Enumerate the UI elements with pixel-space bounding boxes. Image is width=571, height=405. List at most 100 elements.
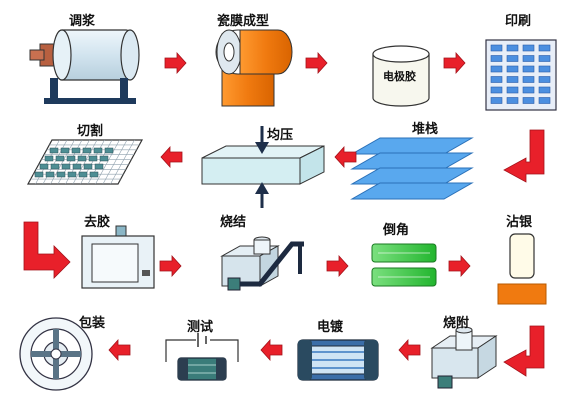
cut-chip <box>39 163 49 170</box>
flow-arrow-right-icon <box>305 51 328 75</box>
flow-arrow-left-icon <box>398 338 421 362</box>
chamfered-chips-icon <box>371 243 437 287</box>
cut-chip <box>78 171 88 178</box>
flow-turn-arrow-down-right-icon <box>23 221 71 279</box>
debinding-oven-icon <box>81 225 155 289</box>
tape-casting-roll-icon <box>215 29 293 107</box>
cut-chip <box>82 147 92 154</box>
printed-electrode-cell <box>506 55 519 62</box>
printed-electrode-cell <box>522 55 535 62</box>
cut-chip <box>44 155 54 162</box>
printed-electrode-cell <box>506 86 519 94</box>
isostatic-press-icon <box>201 126 325 208</box>
slurry-mixer-icon <box>29 29 140 104</box>
cut-chip <box>50 163 60 170</box>
flow-arrow-right-icon <box>164 51 187 75</box>
cutting-grid-line <box>50 139 75 185</box>
printed-electrode-cell <box>522 44 535 52</box>
cut-chip <box>34 171 44 178</box>
printed-electrode-cell <box>490 86 503 94</box>
printed-electrode-cell <box>538 86 551 94</box>
step-label-slurry: 调浆 <box>69 14 96 29</box>
cut-chip <box>93 147 103 154</box>
electroplated-chip-icon <box>297 339 379 381</box>
cut-chip <box>83 163 93 170</box>
step-label-packaging: 包装 <box>79 316 106 331</box>
cut-chip <box>56 171 66 178</box>
cut-chip <box>55 155 65 162</box>
printed-electrode-cell <box>490 76 503 83</box>
printed-electrode-cell <box>538 44 551 52</box>
cut-chip-blocks <box>34 147 114 178</box>
cut-chip <box>45 171 55 178</box>
printed-electrode-cell <box>522 76 535 83</box>
printed-electrode-cell <box>490 44 503 52</box>
cut-chip <box>60 147 70 154</box>
cut-chip <box>88 155 98 162</box>
printed-electrode-cell <box>506 76 519 83</box>
cutting-grid-line <box>102 139 128 185</box>
cutting-grid-line <box>110 139 135 185</box>
flow-turn-arrow-left-down-icon <box>503 129 545 183</box>
cut-chip <box>67 171 77 178</box>
electrode-paste-jar-icon <box>372 45 430 107</box>
flow-arrow-left-icon <box>108 338 131 362</box>
cut-chip <box>49 147 59 154</box>
cut-chip <box>66 155 76 162</box>
step-label-stacking: 堆栈 <box>412 122 439 137</box>
stacking-layers-icon <box>350 137 474 200</box>
flow-arrow-right-icon <box>159 254 182 278</box>
flow-turn-arrow-left-down-icon <box>503 325 545 377</box>
printed-electrode-cell <box>538 97 551 104</box>
flow-arrow-right-icon <box>448 254 471 278</box>
flow-arrow-right-icon <box>326 254 349 278</box>
step-label-debinding: 去胶 <box>84 215 111 230</box>
printing-plate-icon <box>485 39 557 111</box>
cut-chip <box>77 155 87 162</box>
cut-chip <box>89 171 99 178</box>
cut-chip <box>94 163 104 170</box>
printed-electrode-cell <box>522 86 535 94</box>
packaging-reel-icon <box>19 317 93 391</box>
printed-electrode-cell <box>506 97 519 104</box>
step-label-testing: 测试 <box>187 320 214 335</box>
step-label-chamfering: 倒角 <box>383 223 410 238</box>
printed-electrode-cell <box>538 65 551 73</box>
silver-dipping-icon <box>497 233 547 305</box>
cut-chip <box>61 163 71 170</box>
step-label-electroplating: 电镀 <box>317 320 344 335</box>
sintering-furnace-icon <box>220 236 304 291</box>
step-label-sintering: 烧结 <box>220 215 247 230</box>
printed-electrode-cell <box>538 76 551 83</box>
printed-electrode-cell <box>522 97 535 104</box>
cutting-grid-line <box>95 139 120 185</box>
printed-electrode-cell <box>490 97 503 104</box>
termination-firing-furnace-icon <box>430 326 498 389</box>
printed-electrode-cell <box>490 55 503 62</box>
step-label-electrode-paste: 电极胶 <box>383 70 416 83</box>
step-label-isostatic-pressing: 均压 <box>267 128 294 143</box>
printing-electrode-pattern <box>490 44 551 104</box>
cut-chip <box>104 147 114 154</box>
printed-electrode-cell <box>522 65 535 73</box>
step-label-printing: 印刷 <box>505 14 532 29</box>
step-label-firing-terminations: 烧附 <box>443 316 470 331</box>
cutting-grid-lines <box>30 139 140 185</box>
step-label-tape-casting: 瓷膜成型 <box>217 14 270 29</box>
step-label-cutting: 切割 <box>77 124 104 139</box>
printed-electrode-cell <box>506 65 519 73</box>
cut-chip <box>72 163 82 170</box>
flow-arrow-left-icon <box>260 338 283 362</box>
step-label-silver-dipping: 沾银 <box>506 215 533 230</box>
flow-arrow-right-icon <box>443 51 466 75</box>
cut-chip <box>99 155 109 162</box>
printed-electrode-cell <box>490 65 503 73</box>
cut-chip <box>71 147 81 154</box>
testing-circuit-icon <box>165 333 239 381</box>
flow-arrow-left-icon <box>160 145 183 169</box>
printed-electrode-cell <box>506 44 519 52</box>
flow-arrow-left-icon <box>334 145 357 169</box>
printed-electrode-cell <box>538 55 551 62</box>
